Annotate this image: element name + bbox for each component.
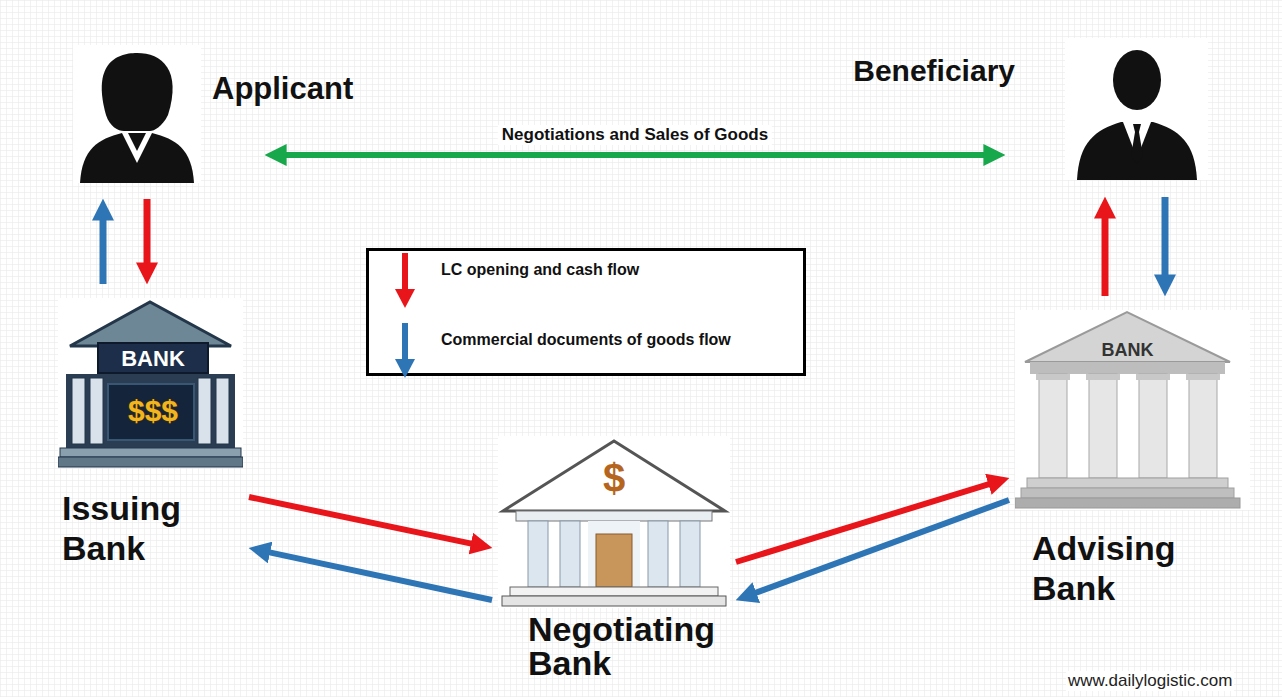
issuing-bank-node: BANK $$$ Issuing Bank — [58, 298, 243, 570]
money-sign: $ — [594, 456, 634, 501]
money-sign: $$$ — [108, 394, 198, 428]
beneficiary-node: Beneficiary — [1065, 38, 1208, 183]
edge-label: Negotiations and Sales of Goods — [498, 125, 772, 145]
flow-arrow — [280, 152, 990, 158]
legend-item: LC opening and cash flow — [369, 253, 803, 311]
flow-arrow — [100, 214, 107, 284]
node-label: Beneficiary — [853, 54, 1015, 88]
legend-box: LC opening and cash flowCommercial docum… — [366, 248, 806, 376]
node-icon — [70, 45, 205, 185]
applicant-node: Applicant — [70, 45, 205, 185]
legend-text: LC opening and cash flow — [441, 261, 639, 279]
node-icon — [58, 298, 243, 468]
sign-text: BANK — [1090, 340, 1165, 361]
flow-arrow — [1102, 212, 1109, 296]
legend-item: Commercial documents of goods flow — [369, 323, 803, 381]
flow-arrow — [750, 500, 1009, 595]
node-label: Negotiating Bank — [528, 612, 728, 680]
advising-bank-node: BANK Advising Bank — [1015, 310, 1250, 610]
node-label: Advising Bank — [1032, 528, 1247, 608]
legend-arrow — [393, 323, 417, 379]
legend-text: Commercial documents of goods flow — [441, 331, 731, 349]
watermark: www.dailylogistic.com — [1066, 671, 1234, 691]
node-icon — [1065, 38, 1208, 183]
legend-arrow — [393, 253, 417, 309]
negotiating-bank-node: $ Negotiating Bank — [498, 436, 730, 682]
sign-text: BANK — [98, 346, 208, 372]
flow-arrow — [1162, 197, 1169, 281]
flow-arrow — [249, 497, 477, 545]
flow-arrow — [144, 199, 151, 269]
flow-arrow — [264, 551, 492, 600]
node-label: Applicant — [212, 71, 353, 107]
node-label: Issuing Bank — [62, 488, 232, 568]
